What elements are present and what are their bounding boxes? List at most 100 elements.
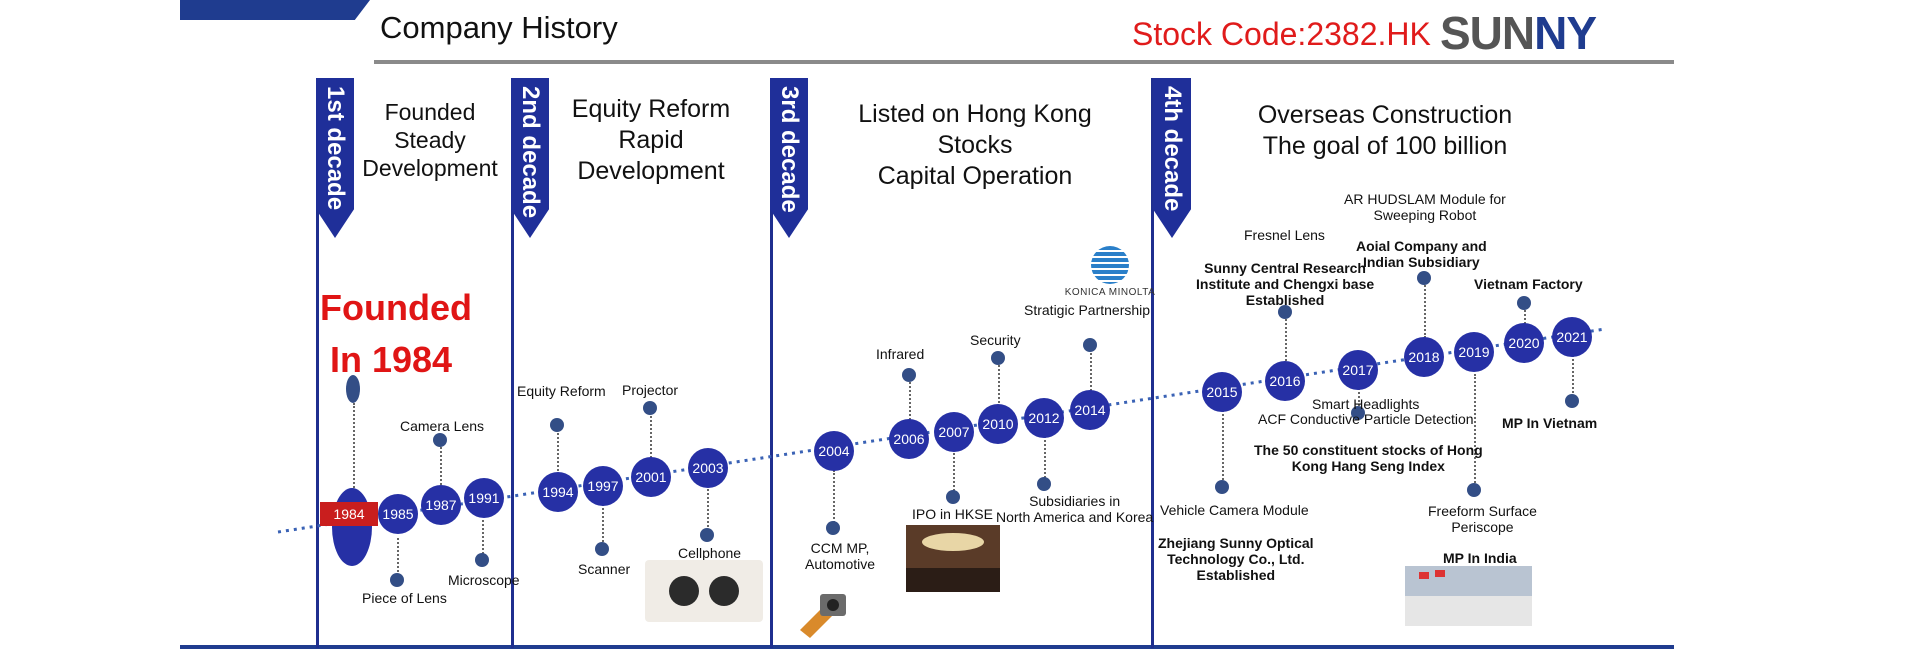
- year-2016: 2016: [1265, 361, 1305, 401]
- year-2015: 2015: [1202, 372, 1242, 412]
- event-dot: [700, 528, 714, 542]
- ipo-ceremony-photo: [906, 525, 1000, 592]
- stem: [1222, 407, 1224, 487]
- year-1987: 1987: [421, 485, 461, 525]
- event-dot: [390, 573, 404, 587]
- header-accent-bar: [180, 0, 370, 20]
- founding-dot: [346, 375, 360, 403]
- label-scanner: Scanner: [578, 561, 631, 577]
- event-dot: [991, 351, 1005, 365]
- camera-module-photo: [800, 594, 846, 638]
- event-dot: [1517, 296, 1531, 310]
- label-camera-lens: Camera Lens: [400, 418, 485, 434]
- year-1991: 1991: [464, 478, 504, 518]
- founding-ellipse: [332, 488, 372, 566]
- label-microscope: Microscope: [448, 572, 520, 588]
- event-dot: [595, 542, 609, 556]
- label-mp-india: MP In India: [1443, 550, 1517, 566]
- stem: [707, 485, 709, 535]
- stem: [353, 403, 355, 488]
- year-2001: 2001: [631, 457, 671, 497]
- stock-code: Stock Code:2382.HK: [1132, 16, 1431, 52]
- decade-banner-3: 3rd decade: [770, 78, 808, 238]
- event-dot: [1215, 480, 1229, 494]
- year-2018: 2018: [1404, 337, 1444, 377]
- year-2012: 2012: [1024, 398, 1064, 438]
- stem: [1572, 355, 1574, 397]
- stem: [1044, 432, 1046, 482]
- stem: [998, 358, 1000, 410]
- event-dot: [475, 553, 489, 567]
- year-1997: 1997: [583, 466, 623, 506]
- decade-banner-2: 2nd decade: [511, 78, 549, 238]
- event-dot: [946, 490, 960, 504]
- year-2007: 2007: [934, 412, 974, 452]
- header-rule: [374, 60, 1674, 64]
- year-2004: 2004: [814, 431, 854, 471]
- year-2017: 2017: [1338, 350, 1378, 390]
- label-vietnam-factory: Vietnam Factory: [1474, 276, 1583, 292]
- decade-divider: [316, 78, 319, 648]
- stem: [557, 425, 559, 487]
- label-security: Security: [970, 332, 1021, 348]
- year-1984-badge: 1984: [320, 502, 378, 526]
- stem: [1285, 312, 1287, 377]
- year-2020: 2020: [1504, 323, 1544, 363]
- year-1994: 1994: [538, 472, 578, 512]
- year-2014: 2014: [1070, 390, 1110, 430]
- event-dot: [1278, 305, 1292, 319]
- konica-minolta-logo: KONICA MINOLTA: [1060, 246, 1160, 298]
- page-title: Company History: [380, 10, 618, 45]
- label-mp-vietnam: MP In Vietnam: [1502, 415, 1598, 431]
- event-dot: [643, 401, 657, 415]
- event-dot: [1565, 394, 1579, 408]
- event-dot: [433, 433, 447, 447]
- cellphone-lens-photo: [645, 560, 763, 622]
- label-smart-headlights: Smart Headlights: [1312, 396, 1420, 412]
- label-strategic-partnership: Stratigic Partnership: [1024, 302, 1151, 318]
- label-equity-reform: Equity Reform: [517, 383, 606, 399]
- decade-banner-1: 1st decade: [316, 78, 354, 238]
- decade-divider: [511, 78, 514, 648]
- label-vehicle-camera: Vehicle Camera Module: [1160, 502, 1309, 518]
- year-1985: 1985: [378, 494, 418, 534]
- decade-divider: [770, 78, 773, 648]
- label-fresnel-lens: Fresnel Lens: [1244, 227, 1325, 243]
- label-ccm-automotive: CCM MP,Automotive: [805, 540, 876, 572]
- year-2019: 2019: [1454, 332, 1494, 372]
- label-acf-detection: ACF Conductive Particle Detection: [1258, 411, 1474, 427]
- stem: [1090, 345, 1092, 395]
- stem: [909, 375, 911, 427]
- stem: [397, 538, 399, 576]
- year-2021: 2021: [1552, 317, 1592, 357]
- label-projector: Projector: [622, 382, 679, 398]
- event-dot: [1467, 483, 1481, 497]
- year-2003: 2003: [688, 448, 728, 488]
- india-factory-photo: [1405, 566, 1532, 626]
- stem: [440, 440, 442, 492]
- stem: [650, 408, 652, 470]
- event-dot: [902, 368, 916, 382]
- decade-banner-4: 4th decade: [1153, 78, 1191, 238]
- decade-divider: [1151, 78, 1154, 648]
- label-infrared: Infrared: [876, 346, 925, 362]
- stem: [482, 515, 484, 558]
- stem: [953, 453, 955, 495]
- stem: [1358, 385, 1360, 413]
- year-2010: 2010: [978, 404, 1018, 444]
- stem: [833, 470, 835, 526]
- event-dot: [550, 418, 564, 432]
- event-dot: [1351, 406, 1365, 420]
- label-piece-of-lens: Piece of Lens: [362, 590, 447, 606]
- stem: [1474, 374, 1476, 490]
- event-dot: [1037, 477, 1051, 491]
